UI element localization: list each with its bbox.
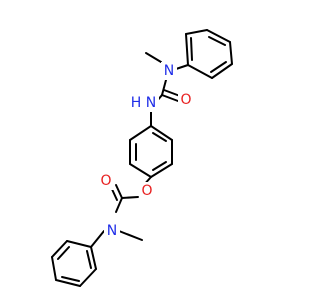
oxygen-atom-bottom-carbonyl: O: [98, 172, 114, 190]
atom-labels: N O N H O O N: [98, 62, 194, 240]
nitrogen-atom-bottom: N: [104, 222, 120, 240]
bond-lines: [51, 29, 233, 287]
svg-text:O: O: [100, 173, 111, 189]
svg-text:O: O: [180, 92, 191, 108]
svg-text:H: H: [131, 95, 142, 111]
oxygen-atom-ester: O: [139, 182, 155, 200]
svg-text:O: O: [141, 183, 152, 199]
molecule-structure: N O N H O O N: [51, 29, 233, 287]
svg-text:N: N: [146, 95, 156, 111]
svg-text:N: N: [107, 223, 117, 239]
nitrogen-atom-top: N: [161, 62, 177, 80]
svg-text:N: N: [164, 63, 174, 79]
oxygen-atom-top-carbonyl: O: [178, 91, 194, 109]
nh-group: N H: [127, 94, 159, 112]
